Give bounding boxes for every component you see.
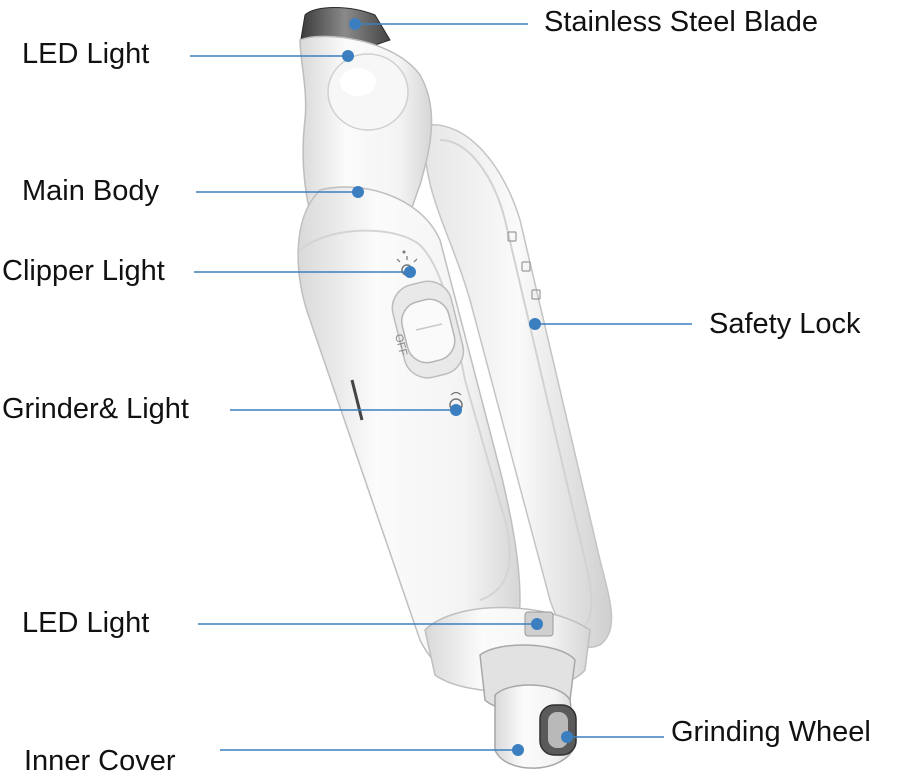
label-inner-cover: Inner Cover <box>24 745 176 777</box>
label-grinding-wheel: Grinding Wheel <box>671 716 871 748</box>
mode-switch-knob[interactable] <box>397 295 459 367</box>
dot-safety-lock <box>529 318 541 330</box>
dot-grinder-light <box>450 404 462 416</box>
dot-inner-cover <box>512 744 524 756</box>
dot-clipper-light <box>404 266 416 278</box>
dot-blade <box>349 18 361 30</box>
dot-grinding-wheel <box>561 731 573 743</box>
mode-switch-grip <box>415 323 443 331</box>
pivot-knob-shine <box>340 68 376 96</box>
switch-off-text: OFF <box>392 333 409 358</box>
dot-main-body <box>352 186 364 198</box>
label-led-light-bottom: LED Light <box>22 607 150 639</box>
label-main-body: Main Body <box>22 175 160 207</box>
side-dark-slot <box>350 379 364 421</box>
label-clipper-light: Clipper Light <box>2 255 165 287</box>
leader-lines <box>190 18 692 756</box>
label-led-light-top: LED Light <box>22 38 150 70</box>
safety-lock-rail <box>423 124 613 648</box>
dot-led-bottom <box>531 618 543 630</box>
lock-icons <box>507 231 541 300</box>
label-safety-lock: Safety Lock <box>709 308 861 340</box>
safety-lock-rail-inner <box>439 139 593 626</box>
label-stainless-steel-blade: Stainless Steel Blade <box>544 6 819 38</box>
dot-led-top <box>342 50 354 62</box>
label-grinder-light: Grinder& Light <box>2 393 189 425</box>
